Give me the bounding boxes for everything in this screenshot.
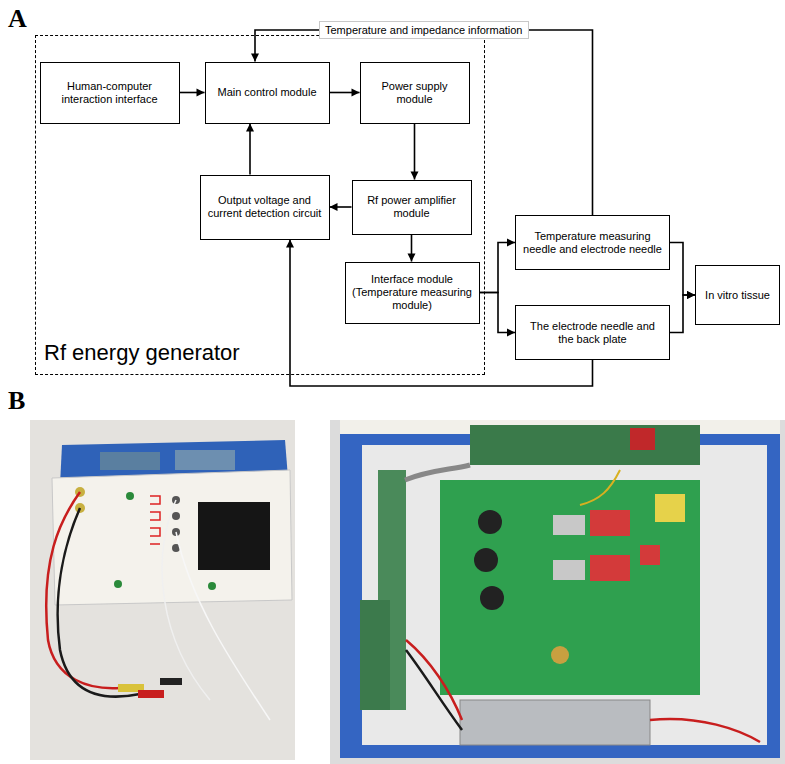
system-boundary: Rf energy generator Human-computer intera… [35, 35, 485, 375]
arrow-head [507, 329, 515, 337]
circuit-board [360, 600, 390, 710]
arrow-head [352, 89, 360, 97]
process-box: Human-computer interaction interface [40, 62, 180, 124]
process-box: Output voltage and current detection cir… [200, 175, 330, 240]
component [590, 555, 630, 581]
circuit-board [100, 452, 160, 470]
connector [408, 235, 416, 262]
front-panel [52, 470, 292, 605]
power-supply-unit [460, 700, 650, 745]
process-box: Rf power amplifier module [352, 180, 472, 235]
connector [670, 243, 695, 300]
panel-label: A [8, 4, 27, 34]
wire [58, 508, 140, 697]
wire [46, 492, 120, 688]
main-pcb [440, 480, 700, 695]
panel-label: B [8, 386, 25, 416]
connector [630, 428, 655, 450]
connector [670, 291, 695, 333]
arrow-head [687, 291, 695, 299]
wire [580, 470, 620, 505]
connector-line [670, 295, 695, 333]
box-text: In vitro tissue [705, 289, 770, 302]
display-screen [198, 502, 270, 570]
socket [172, 512, 180, 520]
heatsink [553, 515, 585, 535]
ribbon-cable [405, 465, 470, 480]
circuit-board [470, 425, 700, 465]
edge-label: Temperature and impedance information [319, 21, 529, 39]
capacitor [480, 586, 504, 610]
transformer [655, 494, 685, 522]
thermocouple-wire [162, 500, 210, 700]
box-text: Human-computer interaction interface [47, 80, 173, 106]
arrow-head [251, 54, 259, 62]
process-box: In vitro tissue [695, 265, 780, 325]
box-text: Interface module (Temperature measuring … [352, 273, 473, 312]
clip [138, 690, 164, 698]
wire [406, 650, 462, 730]
arrow-head [197, 89, 205, 97]
box-text: Temperature measuring needle and electro… [522, 230, 663, 256]
connector-line [414, 124, 416, 180]
arrow-head [286, 240, 294, 248]
arrow-head [408, 254, 416, 262]
thermocouple-wire [176, 532, 270, 720]
connector-line [670, 243, 695, 296]
arrow-head [330, 203, 338, 211]
photo-background [30, 420, 295, 760]
device-housing [340, 428, 780, 758]
arrow-head [411, 172, 419, 180]
wire [406, 640, 462, 720]
indicator [126, 492, 134, 500]
arrow-head [687, 291, 695, 299]
process-box: Power supply module [360, 62, 470, 124]
panel-marking [150, 496, 160, 544]
photo-background [330, 420, 785, 764]
box-text: Power supply module [367, 80, 463, 106]
indicator [208, 582, 216, 590]
indicator [114, 580, 122, 588]
connector [411, 124, 419, 180]
group-title: Rf energy generator [44, 340, 240, 366]
connector [330, 89, 360, 97]
box-text: The electrode needle and the back plate [522, 320, 663, 346]
component [590, 510, 630, 536]
wire [650, 719, 760, 742]
battery [551, 646, 569, 664]
arrow-head [246, 124, 254, 132]
connector [180, 89, 205, 97]
connector [330, 203, 352, 211]
housing-floor [362, 445, 767, 745]
circuit-board [175, 450, 235, 470]
box-text: Output voltage and current detection cir… [207, 194, 323, 220]
capacitor [474, 548, 498, 572]
component [640, 545, 660, 565]
connector [246, 124, 254, 175]
process-box: Interface module (Temperature measuring … [345, 262, 480, 324]
clip [160, 678, 182, 685]
process-box: The electrode needle and the back plate [515, 305, 670, 360]
box-text: Rf power amplifier module [359, 194, 465, 220]
heatsink [553, 560, 585, 580]
capacitor [478, 510, 502, 534]
box-text: Main control module [217, 86, 316, 99]
process-box: Main control module [205, 62, 330, 124]
process-box: Temperature measuring needle and electro… [515, 215, 670, 270]
arrow-head [507, 239, 515, 247]
